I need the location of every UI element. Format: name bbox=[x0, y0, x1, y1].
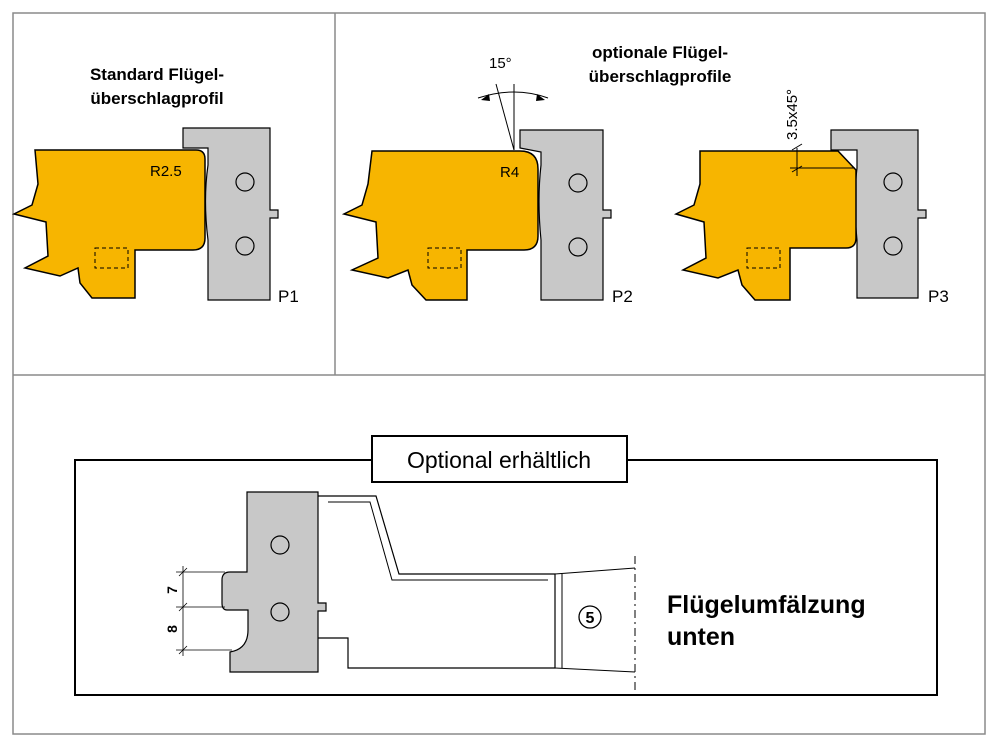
p2-angle-arrow-left bbox=[481, 94, 490, 101]
p1-bolt-hole-lower bbox=[235, 236, 255, 256]
p3-hidden-groove bbox=[746, 247, 781, 269]
dim-lower: 8 bbox=[164, 625, 180, 633]
p1-radius: R2.5 bbox=[150, 163, 182, 180]
p2-cutter-blade bbox=[519, 129, 612, 301]
optional-title: Optional erhältlich bbox=[407, 447, 591, 473]
bottom-bolt-hole-upper bbox=[270, 535, 290, 555]
caption-line2: unten bbox=[667, 623, 735, 651]
panel-p1: Standard Flügel- überschlagprofil R2.5 P… bbox=[11, 65, 299, 306]
caption-line1: Flügelumfälzung bbox=[667, 591, 866, 619]
optional-title-line1: optionale Flügel- bbox=[592, 43, 728, 62]
dim-upper: 7 bbox=[164, 586, 180, 594]
p2-wood-profile bbox=[341, 150, 539, 301]
p1-title-line1: Standard Flügel- bbox=[90, 65, 224, 84]
p3-bolt-hole-lower bbox=[883, 236, 903, 256]
bottom-bolt-hole-lower bbox=[270, 602, 290, 622]
dim-tick-mid bbox=[178, 602, 188, 612]
tool-body-top-edge bbox=[554, 567, 636, 575]
p1-bolt-hole-upper bbox=[235, 172, 255, 192]
p1-cutter-blade bbox=[182, 127, 279, 301]
p2-angle-arrow-right bbox=[536, 94, 545, 101]
p3-bolt-hole-upper bbox=[883, 172, 903, 192]
outer-frame bbox=[12, 12, 986, 735]
optional-section: Optional erhältlich 7 8 5 Flügelumfälzun… bbox=[74, 435, 938, 696]
p3-label: P3 bbox=[928, 287, 949, 306]
p2-angle-arc bbox=[477, 91, 549, 99]
p2-angle-slope bbox=[495, 83, 515, 151]
p3-chamfer: 3.5x45° bbox=[784, 89, 801, 140]
panel-p3: 3.5x45° P3 bbox=[673, 89, 949, 306]
tool-body-inner bbox=[328, 501, 548, 581]
tool-body-outline bbox=[318, 495, 556, 669]
p2-label: P2 bbox=[612, 287, 633, 306]
p3-wood-profile bbox=[673, 150, 857, 301]
p2-bolt-hole-lower bbox=[568, 237, 588, 257]
p2-hidden-groove bbox=[427, 247, 462, 269]
p3-chamfer-tick-upper bbox=[791, 143, 803, 151]
p1-title-line2: überschlagprofil bbox=[90, 89, 223, 108]
p2-angle: 15° bbox=[489, 55, 512, 72]
p2-radius: R4 bbox=[500, 164, 519, 181]
optional-title-box bbox=[371, 435, 628, 483]
p1-hidden-groove bbox=[94, 247, 129, 269]
p3-chamfer-tick-lower bbox=[791, 165, 803, 173]
p2-bolt-hole-upper bbox=[568, 173, 588, 193]
tool-body-bottom-edge bbox=[554, 667, 636, 673]
dim-tick-bottom bbox=[178, 645, 188, 655]
p1-wood-profile bbox=[11, 149, 206, 299]
panel-p2: 15° R4 P2 bbox=[341, 55, 633, 306]
position-number: 5 bbox=[586, 610, 595, 627]
p1-label: P1 bbox=[278, 287, 299, 306]
position-number-circle bbox=[578, 605, 602, 629]
bottom-cutter-blade bbox=[221, 491, 327, 673]
dim-tick-top bbox=[178, 567, 188, 577]
optional-title-line2: überschlagprofile bbox=[589, 67, 732, 86]
optional-frame bbox=[74, 459, 938, 696]
